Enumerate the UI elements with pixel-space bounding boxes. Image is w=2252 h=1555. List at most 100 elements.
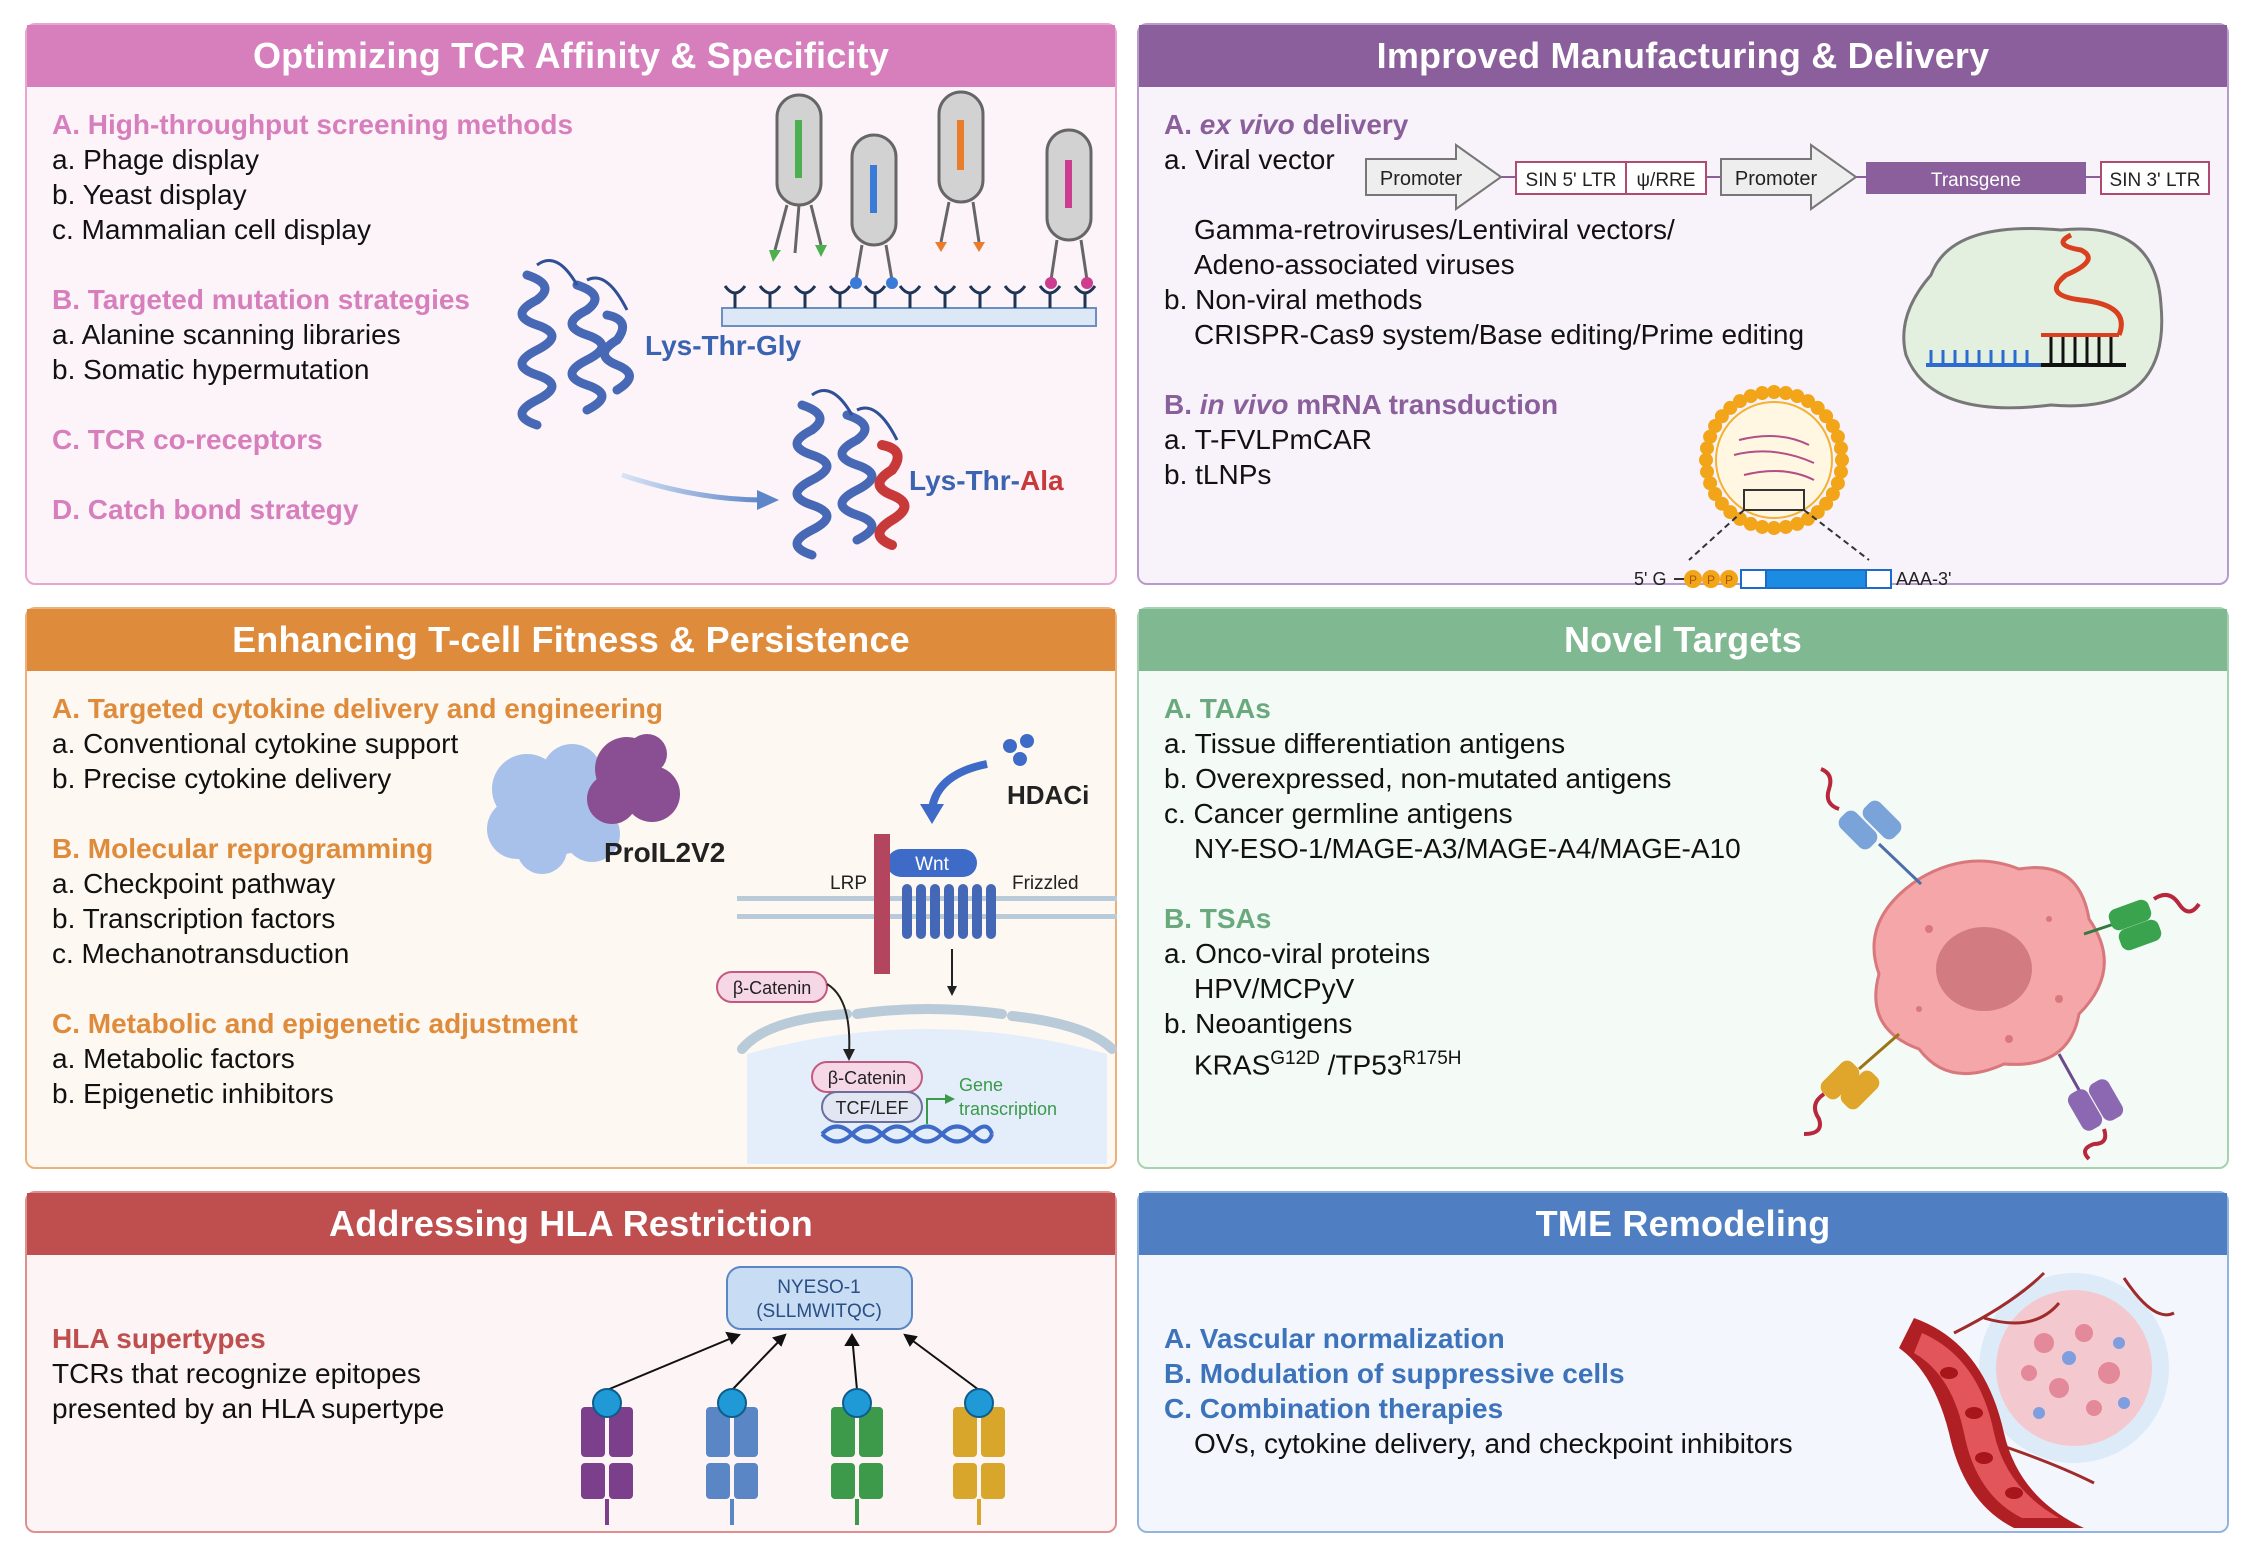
lipid-head [1801,511,1815,526]
mutant-residue: Ala [1019,465,1064,496]
section-heading: B. in vivo mRNA transduction [1164,389,1559,420]
hdaci-label: HDACi [1007,780,1089,810]
section-heading: B. Targeted mutation strategies [52,284,471,315]
list-item: b. tLNPs [1164,459,1272,490]
phage-1 [769,93,827,262]
lipid-head [1767,385,1781,399]
phage-3 [935,90,985,252]
lipid-head [1767,521,1781,535]
list-item: a. Conventional cytokine support [52,728,459,759]
crispr-cell-illustration [1902,226,2164,410]
section-heading: C. Metabolic and epigenetic adjustment [52,1008,578,1039]
transgene-label: Transgene [1931,170,2021,191]
lipid-head [1830,429,1845,444]
hla-tcr-receptor [581,1388,633,1525]
phage-2 [850,133,898,289]
epitope-line-2: (SLLMWITQC) [756,1301,882,1322]
hla-tcr-receptor [953,1388,1005,1525]
section-heading: D. Catch bond strategy [52,494,359,525]
list-item: a. Viral vector [1164,144,1335,175]
list-item: Gamma-retroviruses/Lentiviral vectors/ [1194,214,1675,245]
lipid-head [1703,476,1718,491]
lipid-head [1790,516,1805,531]
proil2v2-label: ProIL2V2 [604,837,726,868]
mrna-p1: P [1689,573,1697,587]
list-item: a. Alanine scanning libraries [52,319,401,350]
list-item: b. Precise cytokine delivery [52,763,392,794]
lipid-head [1835,453,1849,467]
mutant-peptide-label: Lys-Thr-Ala [909,465,1064,497]
viral-vector-construct: Promoter SIN 5' LTR ψ/RRE Promoter Trans… [1365,143,2210,211]
proil2v2-protein [487,734,680,874]
list-item: b. Overexpressed, non-mutated antigens [1164,763,1672,794]
lipid-head [1733,394,1747,409]
lipid-head [1755,386,1770,401]
gene-label: Gene [959,1075,1003,1095]
beta-catenin-1-label: β-Catenin [733,978,811,998]
lipid-head [1743,389,1758,404]
panel-tcell-fitness: Enhancing T-cell Fitness & Persistence A… [25,607,1117,1169]
tcr-protein-mutant [792,389,910,560]
lipid-head [1778,519,1793,534]
mrna-tail-label: AAA-3' [1896,569,1951,589]
lipid-head [1819,409,1834,424]
list-item: a. T-FVLPmCAR [1164,424,1372,455]
list-item: c. Mammalian cell display [52,214,371,245]
tumor-cell-illustration [1803,767,2201,1161]
list-item: a. Checkpoint pathway [52,868,336,899]
psi-rre-label: ψ/RRE [1637,170,1696,191]
beta-catenin-2-label: β-Catenin [828,1068,906,1088]
panel-tcr-affinity: Optimizing TCR Affinity & Specificity A.… [25,23,1117,585]
tcf-lef-label: TCF/LEF [835,1098,908,1118]
lipid-head [1778,386,1793,401]
mrna-cap-label: 5' G [1634,569,1666,589]
section-heading: B. TSAs [1164,903,1272,934]
spacer [52,387,573,422]
section-heading: A. High-throughput screening methods [52,109,574,140]
panel-title: Optimizing TCR Affinity & Specificity [27,25,1115,87]
list-item: b. Non-viral methods [1164,284,1423,315]
lipid-head [1801,394,1815,409]
lipid-head [1708,419,1723,433]
lipid-head [1699,453,1713,467]
lipid-head [1703,429,1718,444]
tumor-vasculature-illustration [1899,1271,2175,1528]
lipid-head [1833,441,1848,456]
spacer [1164,866,1741,901]
wnt-signaling-diagram: HDACi Wnt LRP Frizzled β-Catenin β-Caten… [716,734,1117,1164]
list-item: b. Epigenetic inhibitors [52,1078,334,1109]
section-heading: C. TCR co-receptors [52,424,323,455]
display-surface [721,307,1097,327]
list-item: b. Yeast display [52,179,247,210]
list-item: c. Cancer germline antigens [1164,798,1513,829]
phage-4 [1045,128,1093,289]
tcr-protein-original [517,259,634,430]
lipid-head [1708,487,1723,501]
lipid-head [1790,389,1805,404]
promoter-1-label: Promoter [1380,168,1463,190]
lipid-head [1830,476,1845,491]
section-heading: A. TAAs [1164,693,1271,724]
tumor-tcr-purple [2057,1053,2124,1161]
lipid-head [1833,464,1848,479]
hla-supertype-diagram: NYESO-1 (SLLMWITQC) [581,1266,1005,1525]
list-item: CRISPR-Cas9 system/Base editing/Prime ed… [1194,319,1805,350]
panel-title: Enhancing T-cell Fitness & Persistence [27,609,1115,671]
panel-title: Addressing HLA Restriction [27,1193,1115,1255]
list-item: c. Mechanotransduction [52,938,350,969]
list-item: TCRs that recognize epitopes [52,1358,421,1389]
ltr3-label: SIN 3' LTR [2110,170,2201,191]
tumor-tcr-green [2083,893,2201,951]
list-item: b. Somatic hypermutation [52,354,370,385]
panel-tme-remodeling: TME Remodeling A. Vascular normalization… [1137,1191,2229,1533]
list-item: a. Metabolic factors [52,1043,295,1074]
lipid-head [1700,441,1715,456]
hla-tcrs [581,1388,1005,1525]
fitness-text: A. Targeted cytokine delivery and engine… [52,691,663,1111]
lipid-head [1700,464,1715,479]
wnt-label: Wnt [915,854,950,875]
lipid-head [1743,516,1758,531]
